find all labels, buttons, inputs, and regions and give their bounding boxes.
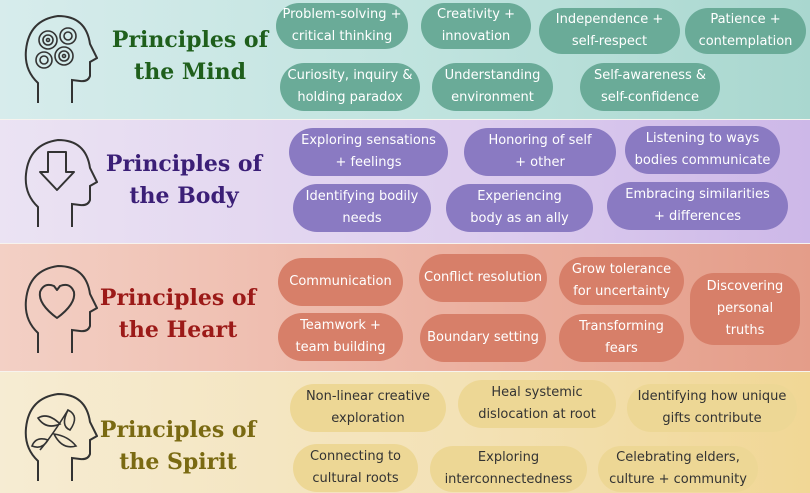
title-line-2: the Spirit — [119, 449, 237, 475]
pill-text: contemplation — [698, 34, 793, 49]
pill-text: team building — [295, 340, 386, 355]
pill-text: gifts contribute — [662, 411, 762, 426]
pill-text: personal — [716, 301, 774, 316]
head-spiral-icon — [24, 14, 98, 103]
pill-text: Communication — [289, 274, 392, 289]
pill-communication: Communication — [278, 258, 403, 306]
pill-text: Identifying bodily — [305, 189, 419, 204]
pill-teamwork: Teamwork + team building — [278, 313, 403, 361]
pill-text: cultural roots — [312, 471, 399, 486]
section-title: Principles of the Body — [94, 148, 274, 212]
pill-heal-systemic: Heal systemic dislocation at root — [458, 380, 616, 428]
head-heart-icon — [24, 264, 98, 353]
pill-creativity: Creativity + innovation — [421, 3, 531, 49]
pill-text: Listening to ways — [645, 131, 760, 146]
pill-text: Self-awareness & — [593, 68, 707, 83]
pill-text: self-confidence — [600, 90, 700, 105]
pill-transforming-fears: Transforming fears — [559, 314, 684, 362]
pill-text: environment — [451, 90, 534, 105]
pill-text: Exploring sensations — [301, 133, 436, 148]
pill-text: Discovering — [706, 279, 784, 294]
pill-text: Non-linear creative — [305, 389, 431, 404]
pill-identifying-gifts: Identifying how unique gifts contribute — [627, 384, 797, 432]
pill-patience: Patience + contemplation — [685, 8, 806, 54]
section-heart: Principles of the Heart Communication Co… — [0, 244, 810, 372]
section-title: Principles of the Spirit — [88, 414, 268, 478]
pill-text: Experiencing — [477, 189, 562, 204]
pill-text: Patience + — [710, 12, 781, 27]
pill-text: self-respect — [571, 34, 648, 49]
pill-text: truths — [725, 323, 765, 338]
section-body: Principles of the Body Exploring sensati… — [0, 120, 810, 244]
pill-text: Celebrating elders, — [616, 450, 740, 465]
pill-discovering-truths: Discovering personal truths — [690, 273, 800, 345]
pill-exploring-sensations: Exploring sensations + feelings — [289, 128, 448, 176]
pill-problem-solving: Problem-solving + critical thinking — [276, 3, 408, 49]
pill-listening-bodies: Listening to ways bodies communicate — [625, 126, 780, 174]
pill-text: + feelings — [335, 155, 402, 170]
pill-text: interconnectedness — [444, 472, 573, 487]
pill-text: Exploring — [477, 450, 540, 465]
pill-text: bodies communicate — [634, 153, 771, 168]
pill-text: Conflict resolution — [424, 270, 542, 285]
pill-grow-tolerance: Grow tolerance for uncertainty — [559, 257, 684, 305]
title-line-2: the Mind — [134, 59, 246, 85]
head-arrow-down-icon — [24, 138, 98, 227]
pill-text: Identifying how unique — [637, 389, 787, 404]
section-title: Principles of the Mind — [100, 24, 280, 88]
pill-text: Independence + — [555, 12, 664, 27]
title-line-1: Principles of — [99, 417, 257, 443]
pill-text: + differences — [653, 209, 742, 224]
pill-curiosity: Curiosity, inquiry & holding paradox — [280, 63, 420, 111]
pill-non-linear-exploration: Non-linear creative exploration — [290, 384, 446, 432]
pill-text: Teamwork + — [300, 318, 381, 333]
pill-text: + other — [515, 155, 565, 170]
title-line-2: the Heart — [118, 317, 238, 343]
pill-understanding: Understanding environment — [432, 63, 553, 111]
pill-experiencing-body: Experiencing body as an ally — [446, 184, 593, 232]
pill-independence: Independence + self-respect — [539, 8, 680, 54]
section-mind: Principles of the Mind Problem-solving +… — [0, 0, 810, 120]
pill-boundary-setting: Boundary setting — [420, 314, 546, 362]
pill-honoring-self: Honoring of self + other — [464, 128, 616, 176]
pill-text: culture + community — [609, 472, 747, 487]
pill-cultural-roots: Connecting to cultural roots — [293, 444, 418, 492]
pill-text: critical thinking — [291, 29, 393, 44]
pill-text: Connecting to — [309, 449, 402, 464]
title-line-1: Principles of — [99, 285, 257, 311]
pill-text: holding paradox — [297, 90, 403, 105]
pill-text: exploration — [331, 411, 405, 426]
title-line-1: Principles of — [105, 151, 263, 177]
pill-text: Grow tolerance — [571, 262, 672, 277]
pill-celebrating-elders: Celebrating elders, culture + community — [598, 446, 758, 492]
pill-self-awareness: Self-awareness & self-confidence — [580, 63, 720, 111]
head-leaves-icon — [24, 392, 98, 481]
pill-text: fears — [605, 341, 638, 356]
pill-text: Problem-solving + — [282, 7, 402, 22]
pill-text: innovation — [441, 29, 511, 44]
section-title: Principles of the Heart — [88, 282, 268, 346]
title-line-2: the Body — [129, 183, 239, 209]
pill-text: dislocation at root — [478, 407, 596, 422]
pill-text: Embracing similarities — [625, 187, 770, 202]
pill-interconnectedness: Exploring interconnectedness — [430, 446, 587, 492]
pill-text: Honoring of self — [488, 133, 592, 148]
title-line-1: Principles of — [111, 27, 269, 53]
pill-text: needs — [342, 211, 382, 226]
pill-text: Transforming — [579, 319, 664, 334]
pill-text: Creativity + — [437, 7, 515, 22]
pill-identifying-needs: Identifying bodily needs — [293, 184, 431, 232]
pill-text: body as an ally — [470, 211, 569, 226]
pill-text: Heal systemic — [491, 385, 583, 400]
pill-text: Boundary setting — [427, 330, 539, 345]
section-spirit: Principles of the Spirit Non-linear crea… — [0, 372, 810, 493]
pill-conflict-resolution: Conflict resolution — [419, 254, 547, 302]
pill-text: for uncertainty — [573, 284, 670, 299]
pill-embracing-similarities: Embracing similarities + differences — [607, 182, 788, 230]
pill-text: Understanding — [444, 68, 541, 83]
pill-text: Curiosity, inquiry & — [287, 68, 413, 83]
